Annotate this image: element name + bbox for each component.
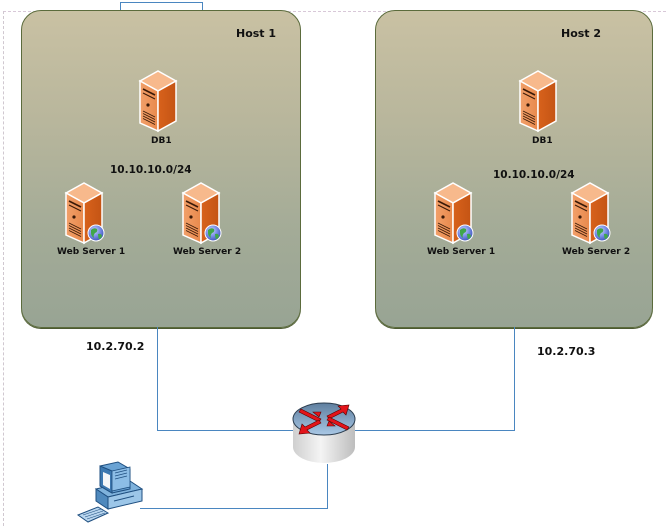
link-client-horizontal: [140, 508, 328, 509]
host-2-web-server-2-label: Web Server 2: [562, 247, 631, 257]
top-link-top: [120, 2, 202, 3]
host-1-container: Host 1 DB1 10.10.10.0/24 Web Server 1 We…: [21, 10, 301, 328]
host-2-title: Host 2: [561, 27, 602, 40]
host-1-web-server-2[interactable]: [177, 179, 225, 245]
page-border-top: [3, 11, 666, 12]
host-2-web-server-1-label: Web Server 1: [427, 247, 496, 257]
host-2-uplink-ip: 10.2.70.3: [537, 345, 596, 358]
web-server-icon: [182, 182, 222, 244]
host-2-subnet-label: 10.10.10.0/24: [493, 169, 575, 181]
web-server-icon: [434, 182, 474, 244]
workstation-icon: [76, 461, 144, 523]
host-2-db1-server[interactable]: [514, 67, 562, 133]
host-2-db1-label: DB1: [532, 136, 553, 146]
link-host2-vertical: [514, 327, 515, 431]
host-1-subnet-label: 10.10.10.0/24: [110, 164, 192, 176]
web-server-icon: [571, 182, 611, 244]
web-server-icon: [65, 182, 105, 244]
host-1-title: Host 1: [236, 27, 277, 40]
link-host2-horizontal: [355, 430, 515, 431]
host-1-web-server-1[interactable]: [60, 179, 108, 245]
link-client-vertical: [327, 464, 328, 509]
host-1-db1-server[interactable]: [134, 67, 182, 133]
top-link-left: [120, 2, 121, 11]
host-1-db1-label: DB1: [151, 136, 172, 146]
database-server-icon: [519, 70, 557, 132]
host-1-uplink-ip: 10.2.70.2: [86, 340, 145, 353]
top-link-right: [202, 2, 203, 11]
page-border-left: [3, 11, 4, 526]
router[interactable]: [291, 397, 357, 467]
client-workstation[interactable]: [74, 461, 146, 526]
link-host1-horizontal: [157, 430, 293, 431]
host-1-web-server-1-label: Web Server 1: [57, 247, 126, 257]
host-2-container: Host 2 DB1 10.10.10.0/24 Web Server 1 We…: [375, 10, 653, 328]
database-server-icon: [139, 70, 177, 132]
host-2-web-server-1[interactable]: [429, 179, 477, 245]
link-host1-vertical: [157, 327, 158, 431]
host-2-web-server-2[interactable]: [566, 179, 614, 245]
router-icon: [292, 402, 356, 463]
host-1-web-server-2-label: Web Server 2: [173, 247, 242, 257]
